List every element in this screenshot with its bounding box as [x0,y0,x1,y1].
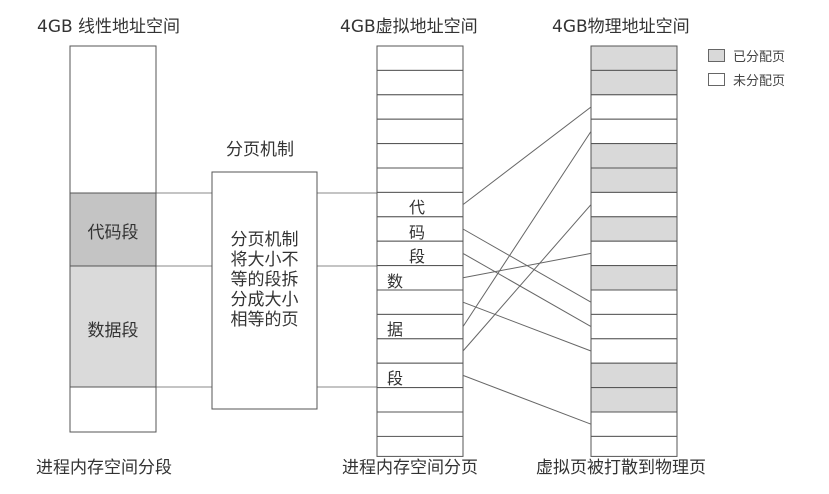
virtual-page [376,167,464,193]
physical-page-allocated [590,167,678,193]
physical-page-allocated [590,265,678,291]
virtual-page [376,191,464,218]
page-mapping-line [462,374,592,425]
linear-free-top [69,45,157,194]
virtual-page [376,69,464,96]
physical-page-free [590,313,678,340]
virtual-page-label: 数 [387,271,404,291]
mechanism-line: 相等的页 [230,310,299,330]
physical-page-allocated [590,387,678,413]
virtual-page-label: 段 [387,369,404,389]
virtual-column-border [376,45,464,457]
mechanism-line: 分页机制 [230,230,299,250]
physical-page-allocated [590,362,678,389]
legend-allocated-label: 已分配页 [733,50,786,65]
scatter-caption: 虚拟页被打散到物理页 [536,458,706,478]
linear-address-space-title: 4GB 线性地址空间 [37,17,181,37]
data-segment [69,265,157,388]
physical-page-allocated [590,143,678,169]
virtual-page-label: 码 [409,222,426,242]
virtual-page [376,338,464,364]
physical-page-free [590,435,678,457]
page-mapping-lines [462,106,592,425]
page-mapping-line [462,252,592,328]
virtual-page [376,94,464,120]
virtual-page-label: 段 [409,247,426,267]
segmentation-caption: 进程内存空间分段 [36,458,172,478]
page-mapping-line [462,204,592,352]
paging-mechanism-rect [211,171,318,410]
virtual-page [376,387,464,413]
legend-allocated: 已分配页 [708,46,785,65]
unallocated-swatch-icon [708,73,725,86]
physical-page-free [590,289,678,315]
paging-mechanism-title: 分页机制 [226,140,294,160]
virtual-address-space-title: 4GB虚拟地址空间 [340,17,478,37]
mechanism-line: 分成大小 [230,290,299,310]
paging-mechanism-box [211,171,318,410]
physical-page-allocated [590,69,678,96]
physical-page-free [590,191,678,218]
segment-connectors [156,192,377,388]
virtual-page-label: 代 [409,198,426,218]
mechanism-line: 将大小不 [230,250,299,270]
mechanism-line: 等的段拆 [230,270,299,290]
virtual-page [376,143,464,169]
physical-page-free [590,411,678,437]
physical-page-free [590,240,678,267]
legend-unallocated-label: 未分配页 [733,74,786,89]
virtual-page [376,411,464,437]
physical-address-column [590,45,678,457]
virtual-page [376,45,464,71]
physical-address-space-title: 4GB物理地址空间 [552,17,690,37]
virtual-address-column [376,45,464,457]
virtual-page [376,313,464,340]
physical-page-free [590,338,678,364]
physical-page-allocated [590,45,678,71]
page-mapping-line [462,106,592,205]
virtual-page [376,289,464,315]
paging-caption: 进程内存空间分页 [342,458,478,478]
code-segment [69,192,157,267]
virtual-page-label: 据 [387,320,404,340]
paging-mechanism-description: 分页机制 将大小不 等的段拆 分成大小 相等的页 [212,230,317,330]
page-mapping-line [462,301,592,352]
physical-page-allocated [590,216,678,242]
linear-address-column [69,45,157,433]
physical-page-free [590,94,678,120]
virtual-page [376,118,464,145]
code-segment-label: 代码段 [87,223,139,243]
data-segment-label: 数据段 [87,321,139,341]
page-mapping-line [462,131,592,327]
page-mapping-line [462,252,592,279]
physical-page-free [590,118,678,145]
linear-free-bottom [69,386,157,433]
allocated-swatch-icon [708,49,725,62]
legend-unallocated: 未分配页 [708,70,785,89]
